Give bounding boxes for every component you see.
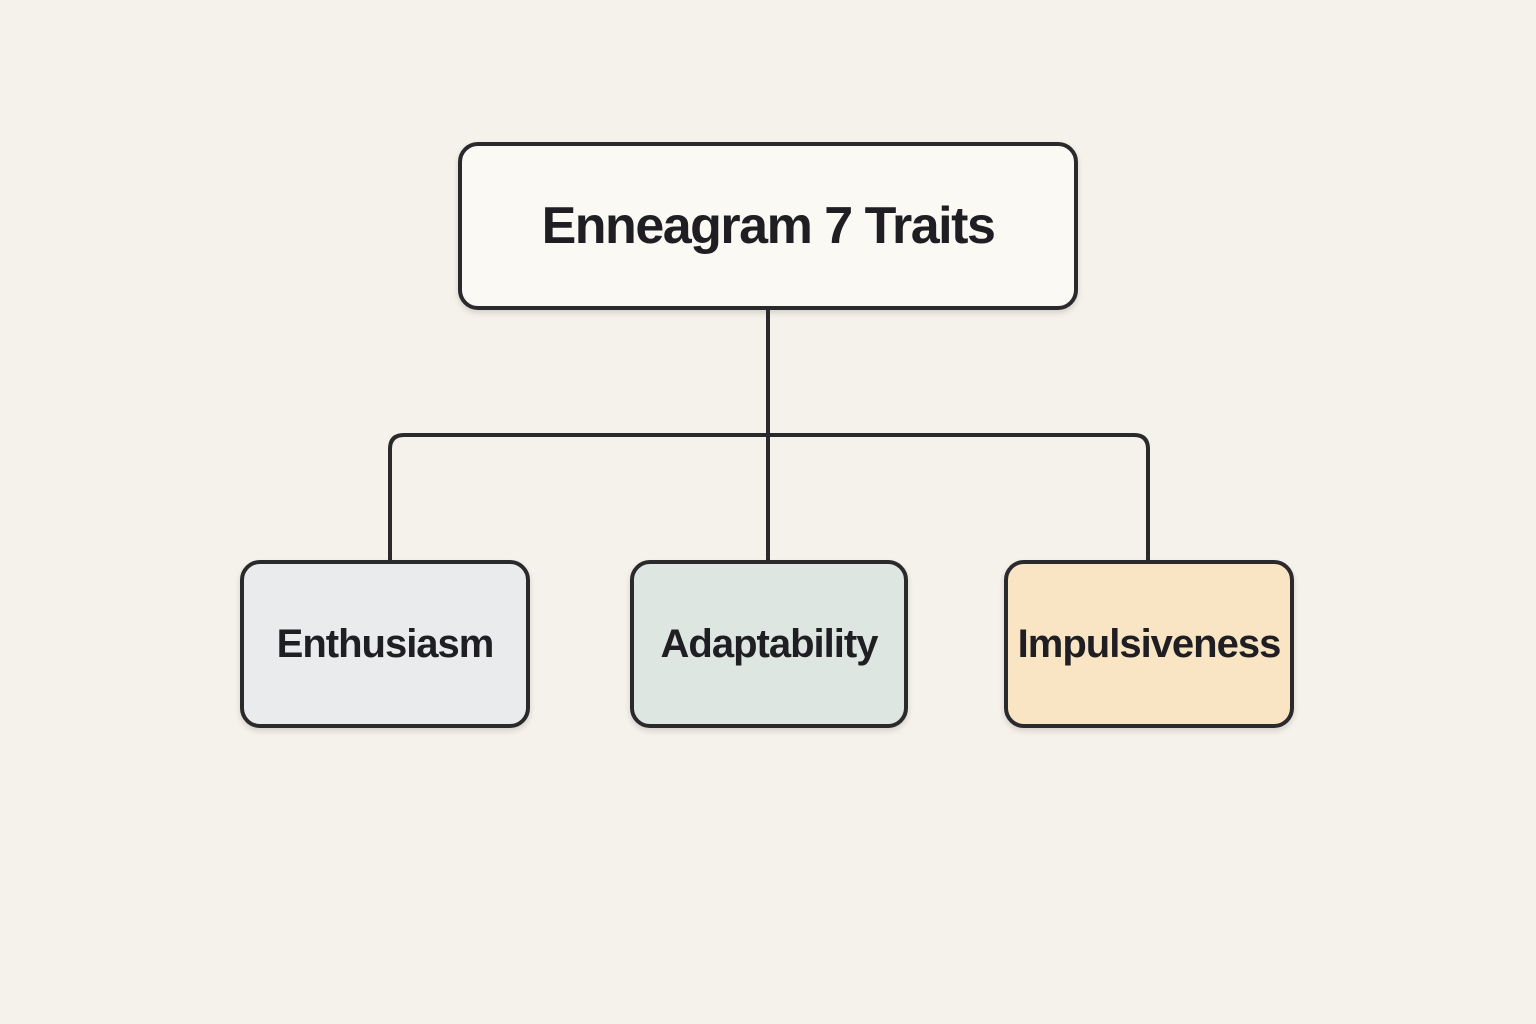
node-adaptability-label: Adaptability bbox=[660, 621, 879, 666]
node-root-enneagram-7-traits: Enneagram 7 Traits bbox=[458, 142, 1078, 310]
node-impulsiveness-label: Impulsiveness bbox=[1017, 621, 1282, 666]
connector-rail bbox=[388, 433, 1150, 562]
node-impulsiveness: Impulsiveness bbox=[1004, 560, 1294, 728]
node-enthusiasm: Enthusiasm bbox=[240, 560, 530, 728]
node-enthusiasm-label: Enthusiasm bbox=[276, 621, 495, 666]
node-root-label: Enneagram 7 Traits bbox=[541, 197, 996, 255]
node-adaptability: Adaptability bbox=[630, 560, 908, 728]
